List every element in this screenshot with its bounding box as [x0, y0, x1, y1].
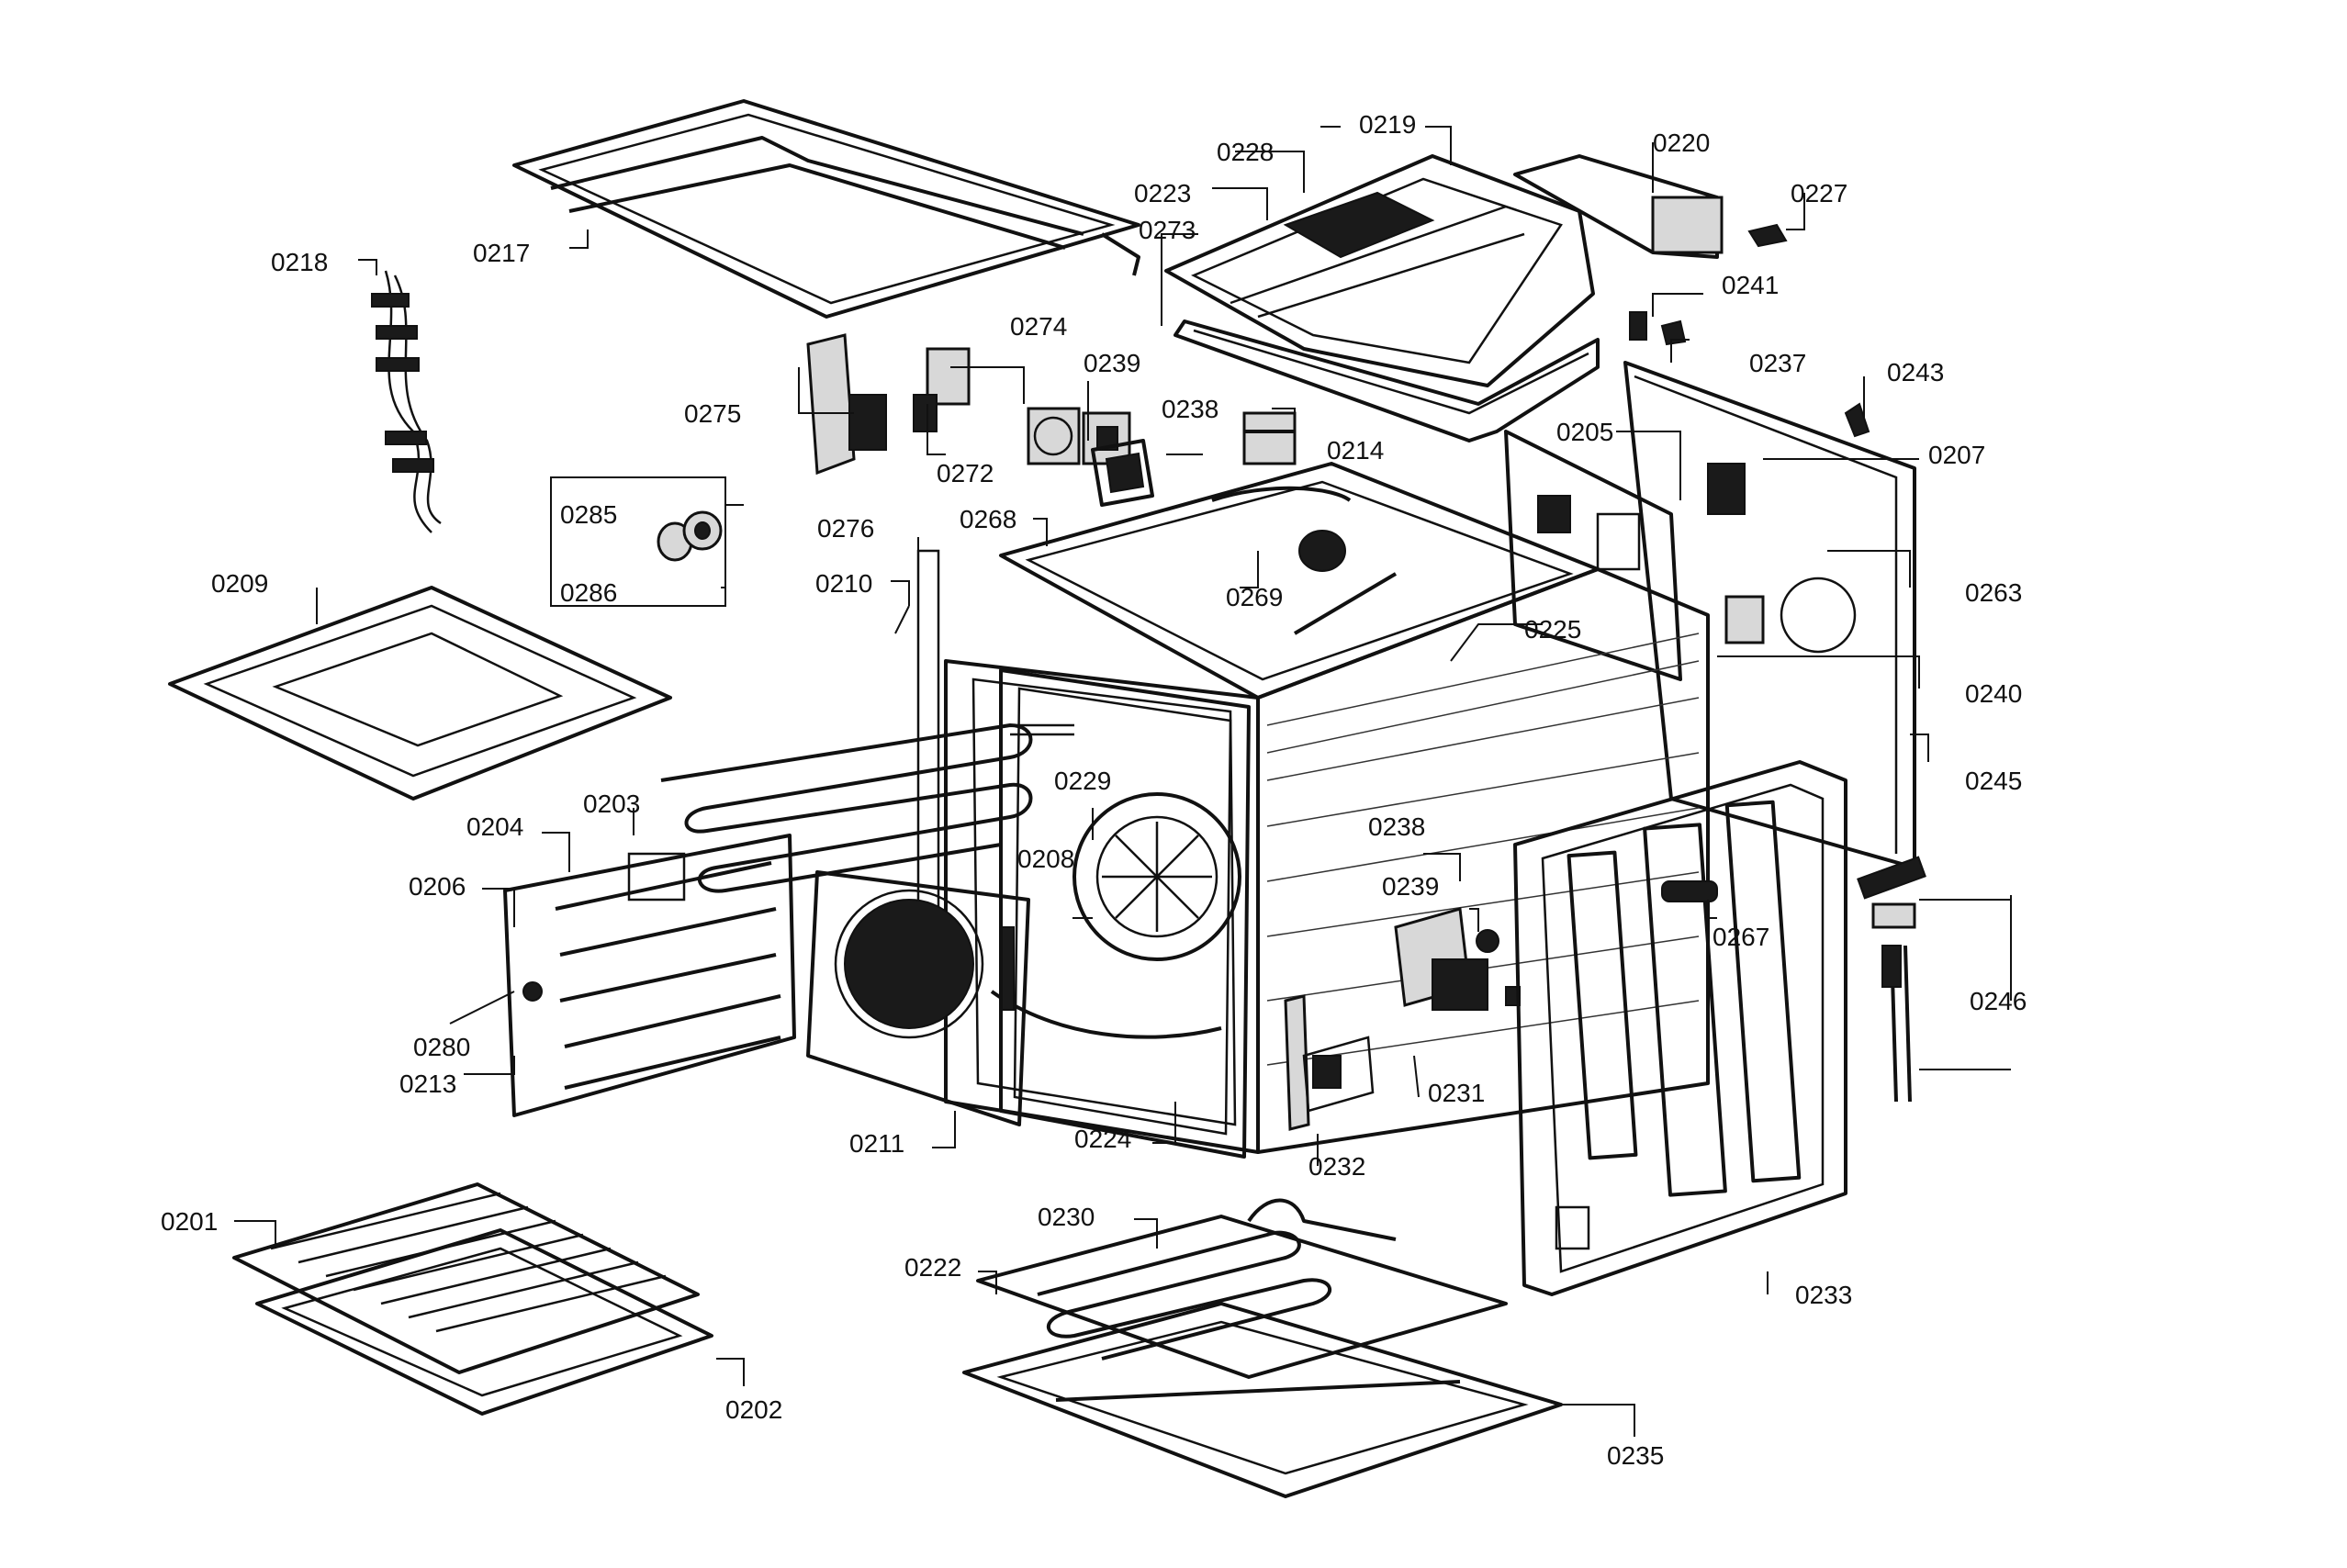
part-label-0202: 0202: [725, 1395, 782, 1424]
part-label-0210: 0210: [815, 569, 872, 598]
part-label-0275: 0275: [684, 399, 741, 428]
top-module-assembly: [1164, 154, 1600, 442]
part-label-0205: 0205: [1556, 418, 1613, 446]
part-label-0276: 0276: [817, 514, 874, 543]
wiring-harness: [371, 270, 442, 533]
part-label-0233: 0233: [1795, 1281, 1852, 1309]
right-side-panel: [1623, 361, 1916, 869]
outer-door-panel: [1513, 760, 1847, 1296]
fan-cover-panel: [806, 870, 1030, 1126]
door-hinges: [1857, 856, 1926, 1103]
top-cover-panel: [512, 99, 1140, 319]
wire-rack-and-tray: [232, 1182, 713, 1416]
door-frame-seal: [999, 668, 1251, 1159]
part-label-0274: 0274: [1010, 312, 1067, 341]
part-label-0239-top: 0239: [1084, 349, 1140, 377]
part-label-0243: 0243: [1887, 358, 1944, 386]
part-label-0206: 0206: [409, 872, 466, 901]
lamp-assembly-lower: [1394, 907, 1521, 1011]
part-label-0213: 0213: [399, 1070, 456, 1098]
part-label-0238-top: 0238: [1162, 395, 1218, 423]
part-label-0208: 0208: [1017, 845, 1074, 873]
part-label-0238-lower: 0238: [1368, 812, 1425, 841]
grill-element: [660, 723, 1074, 893]
part-label-0218: 0218: [271, 248, 328, 276]
part-labels: 0201 0202 0203 0204 0205 0206 0207 0208 …: [161, 110, 2027, 1470]
convection-fan: [1072, 792, 1241, 961]
part-label-0228: 0228: [1217, 138, 1274, 166]
lamp-assembly-top: [1027, 407, 1154, 507]
part-label-0268: 0268: [960, 505, 1016, 533]
part-label-0245: 0245: [1965, 767, 2022, 795]
part-label-0229: 0229: [1054, 767, 1111, 795]
part-label-0240: 0240: [1965, 679, 2022, 708]
connector-block: [1242, 411, 1297, 465]
part-label-0227: 0227: [1791, 179, 1847, 207]
part-label-0263: 0263: [1965, 578, 2022, 607]
bottom-element-and-base: [962, 1198, 1563, 1498]
part-label-0201: 0201: [161, 1207, 218, 1236]
part-label-0286: 0286: [560, 578, 617, 607]
control-knob: [657, 510, 723, 562]
part-label-0237: 0237: [1749, 349, 1806, 377]
part-label-0207: 0207: [1928, 441, 1985, 469]
part-label-0272: 0272: [937, 459, 994, 487]
side-rack-frame: [503, 834, 796, 1117]
part-label-0224: 0224: [1074, 1125, 1131, 1153]
part-label-0241: 0241: [1722, 271, 1779, 299]
part-label-0217: 0217: [473, 239, 530, 267]
part-label-0225: 0225: [1524, 615, 1581, 644]
part-label-0232: 0232: [1308, 1152, 1365, 1181]
part-label-0204: 0204: [466, 812, 523, 841]
part-label-0269: 0269: [1226, 583, 1283, 611]
control-brackets: [806, 333, 1131, 476]
knob-detail-box: [550, 476, 726, 607]
drip-tray: [168, 586, 672, 801]
part-label-0267: 0267: [1713, 923, 1769, 951]
hinge-bracket: [1284, 994, 1375, 1131]
part-label-0235: 0235: [1607, 1441, 1664, 1470]
part-label-0280: 0280: [413, 1033, 470, 1061]
part-label-0203: 0203: [583, 790, 640, 818]
part-label-0222: 0222: [904, 1253, 961, 1282]
part-label-0246: 0246: [1970, 987, 2027, 1015]
part-label-0230: 0230: [1038, 1203, 1095, 1231]
part-label-0223: 0223: [1134, 179, 1191, 207]
part-label-0239-lower: 0239: [1382, 872, 1439, 901]
cooling-fan-housing: [1513, 154, 1724, 259]
part-label-0231: 0231: [1428, 1079, 1485, 1107]
part-label-0209: 0209: [211, 569, 268, 598]
part-label-0220: 0220: [1653, 129, 1710, 157]
part-label-0211: 0211: [849, 1129, 904, 1158]
part-label-0219: 0219: [1359, 110, 1416, 139]
leader-lines: [234, 126, 2012, 1437]
small-clips: [1629, 223, 1870, 438]
part-label-0285: 0285: [560, 500, 617, 529]
rear-side-panel: [1504, 430, 1682, 681]
part-label-0214: 0214: [1327, 436, 1384, 465]
part-label-0273: 0273: [1139, 216, 1196, 244]
